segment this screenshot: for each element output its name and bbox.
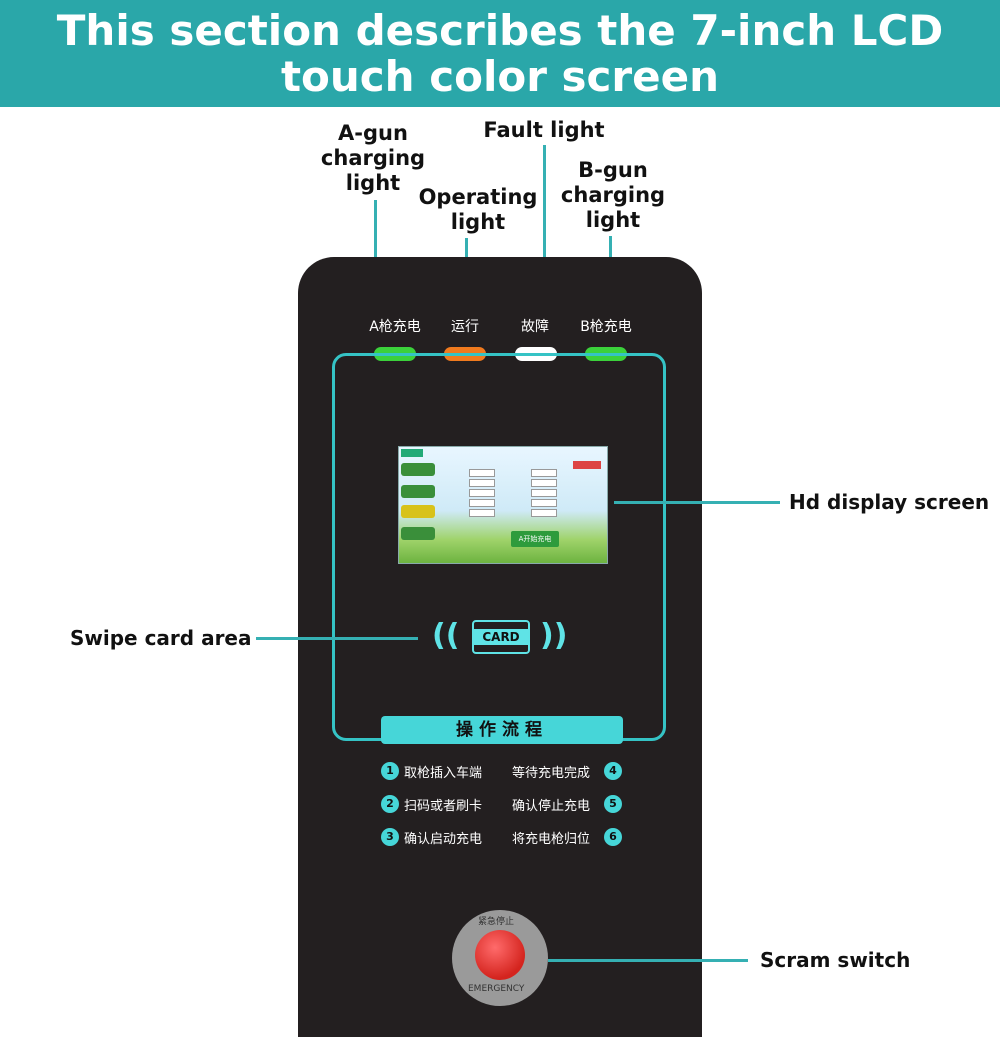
screen-field xyxy=(469,509,495,517)
step-number-3: 3 xyxy=(381,828,399,846)
nfc-wave-right-icon: )) xyxy=(540,618,568,653)
screen-menu-item[interactable] xyxy=(401,485,435,498)
led-label-fault: 故障 xyxy=(521,319,549,335)
step-number-2: 2 xyxy=(381,795,399,813)
screen-close-button[interactable] xyxy=(573,461,601,469)
b-gun-callout-label: B-gun charging light xyxy=(560,158,666,232)
screen-start-charging-button[interactable]: A开始充电 xyxy=(511,531,559,547)
step-text-6: 将充电枪归位 xyxy=(512,832,591,847)
a-gun-callout-label: A-gun charging light xyxy=(320,121,426,195)
step-text-3: 确认启动充电 xyxy=(404,832,483,847)
screen-menu-item[interactable] xyxy=(401,527,435,540)
screen-menu-item[interactable] xyxy=(401,505,435,518)
swipe-card-area[interactable] xyxy=(472,620,530,654)
page-title: This section describes the 7-inch LCD to… xyxy=(56,6,944,101)
estop-bottom-text: EMERGENCY xyxy=(468,984,525,994)
fault-leader-line xyxy=(543,145,546,306)
step-number-5: 5 xyxy=(604,795,622,813)
screen-field xyxy=(531,489,557,497)
page-title-banner: This section describes the 7-inch LCD to… xyxy=(0,0,1000,107)
operating-callout-label: Operating light xyxy=(418,185,538,234)
a-gun-leader-line xyxy=(374,200,377,306)
screen-menu-item[interactable] xyxy=(401,463,435,476)
estop-top-text: 紧急停止 xyxy=(478,917,515,927)
screen-field xyxy=(469,469,495,477)
screen-field xyxy=(469,489,495,497)
screen-field xyxy=(469,479,495,487)
scram-leader-line xyxy=(548,959,748,962)
step-number-6: 6 xyxy=(604,828,622,846)
led-label-operating: 运行 xyxy=(451,319,479,335)
screen-field xyxy=(531,509,557,517)
swipe-leader-line xyxy=(256,637,418,640)
step-text-2: 扫码或者刷卡 xyxy=(404,799,483,814)
step-text-5: 确认停止充电 xyxy=(512,799,591,814)
charger-panel xyxy=(298,257,702,1037)
screen-field xyxy=(531,499,557,507)
swipe-callout-label: Swipe card area xyxy=(70,626,252,650)
step-text-1: 取枪插入车端 xyxy=(404,766,483,781)
led-label-a-gun: A枪充电 xyxy=(369,319,421,335)
screen-field xyxy=(531,479,557,487)
hd-screen-callout-label: Hd display screen xyxy=(789,490,990,514)
led-label-b-gun: B枪充电 xyxy=(580,319,632,335)
hd-display-screen[interactable]: A开始充电 xyxy=(398,446,608,564)
screen-field xyxy=(531,469,557,477)
step-number-1: 1 xyxy=(381,762,399,780)
screen-field xyxy=(469,499,495,507)
step-text-4: 等待充电完成 xyxy=(512,766,591,781)
nfc-wave-left-icon: (( xyxy=(432,618,460,653)
screen-logo xyxy=(401,449,423,457)
scram-switch-button[interactable] xyxy=(475,930,525,980)
card-label: CARD xyxy=(474,629,528,645)
fault-callout-label: Fault light xyxy=(483,118,605,142)
step-number-4: 4 xyxy=(604,762,622,780)
hd-screen-leader-line xyxy=(614,501,780,504)
operation-flow-title: 操作流程 xyxy=(381,716,623,744)
scram-callout-label: Scram switch xyxy=(760,948,911,972)
